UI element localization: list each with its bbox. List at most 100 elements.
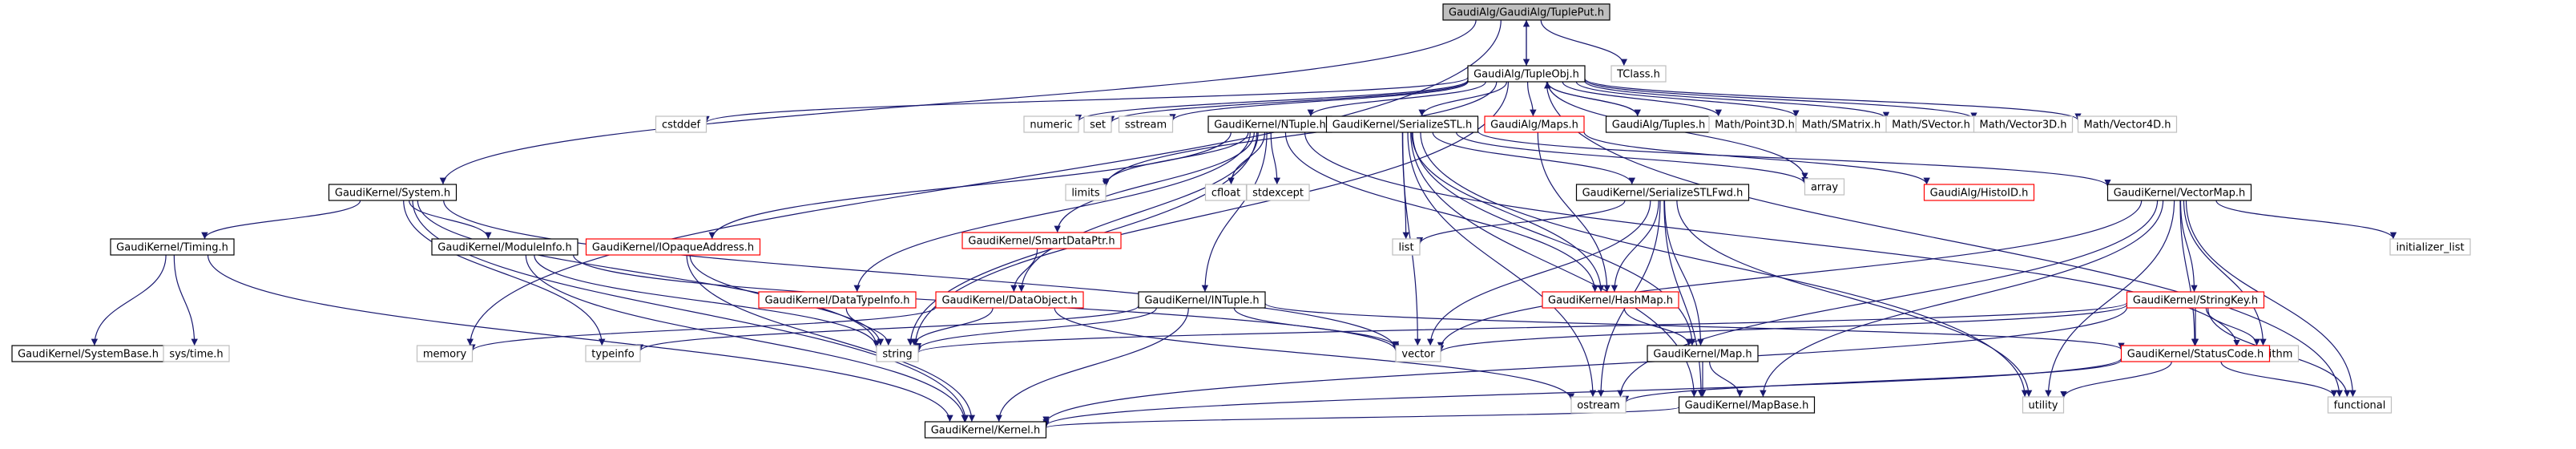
edge-stringkey-to-vector [1437, 304, 2128, 353]
edge-ntuple-to-iopaqueaddress [708, 131, 1232, 240]
edge-statuscode-to-ostream [1622, 359, 2122, 403]
node-map_h[interactable]: GaudiKernel/Map.h [1647, 345, 1759, 362]
node-label: initializer_list [2396, 242, 2464, 254]
node-stdexcept: stdexcept [1246, 184, 1310, 201]
node-box [2126, 291, 2265, 309]
node-serializestlfwd[interactable]: GaudiKernel/SerializeSTLFwd.h [1575, 184, 1750, 201]
node-box [2022, 396, 2065, 414]
node-label: GaudiKernel/Kernel.h [931, 425, 1041, 437]
node-serializestl[interactable]: GaudiKernel/SerializeSTL.h [1325, 115, 1479, 133]
node-label: Math/Point3D.h [1715, 119, 1795, 131]
edge-serializestl-to-hashmap [1411, 131, 1605, 293]
node-label: TClass.h [1616, 69, 1660, 81]
node-label: GaudiKernel/HashMap.h [1548, 295, 1673, 307]
node-label: sys/time.h [169, 349, 223, 361]
node-box [1325, 115, 1479, 133]
node-label: list [1398, 242, 1413, 254]
edge-vectormap-to-utility [2045, 200, 2175, 398]
node-initializer_list: initializer_list [2389, 238, 2471, 256]
node-moduleinfo[interactable]: GaudiKernel/ModuleInfo.h [431, 238, 578, 256]
edge-system-to-vector [443, 200, 1400, 350]
edge-serializestl-to-map_h [1412, 131, 1696, 346]
node-label: Math/Vector4D.h [2084, 119, 2171, 131]
node-label: GaudiKernel/NTuple.h [1214, 119, 1326, 131]
node-smartdataptr[interactable]: GaudiKernel/SmartDataPtr.h [961, 232, 1122, 249]
node-box [1083, 115, 1112, 133]
edge-map_h-to-mapbase [1709, 361, 1744, 398]
node-box [1973, 115, 2074, 133]
node-tclass: TClass.h [1611, 65, 1667, 83]
node-box [1804, 178, 1845, 196]
node-ntuple[interactable]: GaudiKernel/NTuple.h [1207, 115, 1332, 133]
node-box [2077, 115, 2178, 133]
node-label: typeinfo [591, 349, 634, 361]
node-box [1575, 184, 1750, 201]
node-mapbase[interactable]: GaudiKernel/MapBase.h [1678, 396, 1816, 414]
node-tupleput: GaudiAlg/GaudiAlg/TuplePut.h [1442, 3, 1611, 21]
edge-intuple-to-statuscode [1264, 302, 2125, 350]
node-label: string [882, 349, 912, 361]
edge-smartdataptr-to-dataobject [1010, 248, 1038, 293]
node-statuscode[interactable]: GaudiKernel/StatusCode.h [2120, 345, 2271, 362]
node-kernel[interactable]: GaudiKernel/Kernel.h [924, 421, 1047, 439]
node-tuples[interactable]: GaudiAlg/Tuples.h [1605, 115, 1712, 133]
edge-moduleinfo-to-kernel [525, 254, 968, 423]
edge-tupleobj-to-svector [1584, 80, 1890, 119]
edge-statuscode-to-kernel [1042, 358, 2122, 427]
edge-tupleobj-to-functional [1546, 81, 2343, 398]
node-ostream: ostream [1570, 396, 1627, 414]
node-label: GaudiAlg/GaudiAlg/TuplePut.h [1449, 7, 1604, 19]
node-label: vector [1401, 349, 1435, 361]
node-box [961, 232, 1122, 249]
edges-layer [91, 19, 2397, 429]
node-set: set [1083, 115, 1112, 133]
node-cstddef: cstddef [655, 115, 707, 133]
node-system[interactable]: GaudiKernel/System.h [328, 184, 458, 201]
node-label: Math/SVector.h [1892, 119, 1970, 131]
edge-system-to-typeinfo [403, 200, 606, 346]
edge-tupleobj-to-serializestl [1418, 81, 1507, 117]
node-datatypeinfo[interactable]: GaudiKernel/DataTypeInfo.h [758, 291, 917, 309]
node-systembase[interactable]: GaudiKernel/SystemBase.h [11, 345, 165, 362]
node-label: Math/SMatrix.h [1802, 119, 1881, 131]
edge-maps-to-histoid [1583, 131, 1930, 185]
edge-vectormap-to-stringkey [2179, 200, 2198, 293]
edge-intuple-to-typeinfo [636, 305, 1139, 352]
node-histoid[interactable]: GaudiAlg/HistoID.h [1923, 184, 2035, 201]
edge-serializestlfwd-to-map_h [1663, 200, 1704, 346]
edge-vectormap-to-algorithm [2183, 200, 2267, 346]
node-dataobject[interactable]: GaudiKernel/DataObject.h [935, 291, 1084, 309]
node-hashmap[interactable]: GaudiKernel/HashMap.h [1542, 291, 1679, 309]
node-tupleobj[interactable]: GaudiAlg/TupleObj.h [1467, 65, 1586, 83]
node-iopaqueaddress[interactable]: GaudiKernel/IOpaqueAddress.h [585, 238, 761, 256]
node-label: GaudiKernel/Map.h [1653, 349, 1752, 361]
node-box [1923, 184, 2035, 201]
node-label: stdexcept [1252, 188, 1304, 200]
nodes-layer: GaudiAlg/GaudiAlg/TuplePut.hTClass.hGaud… [11, 3, 2471, 439]
edge-vectormap-to-statuscode [2179, 200, 2199, 346]
edge-iopaqueaddress-to-kernel [686, 254, 976, 423]
edge-tupleobj-to-set [1107, 80, 1469, 123]
node-label: ostream [1577, 400, 1620, 412]
node-intuple[interactable]: GaudiKernel/INTuple.h [1138, 291, 1266, 309]
node-label: numeric [1030, 119, 1072, 131]
node-box [1442, 3, 1611, 21]
node-box [655, 115, 707, 133]
node-label: GaudiAlg/TupleObj.h [1473, 69, 1579, 81]
node-vectormap[interactable]: GaudiKernel/VectorMap.h [2106, 184, 2252, 201]
node-label: GaudiKernel/StatusCode.h [2127, 349, 2264, 361]
node-label: utility [2029, 400, 2058, 412]
edge-stringkey-to-string [915, 301, 2128, 354]
node-maps[interactable]: GaudiAlg/Maps.h [1484, 115, 1585, 133]
edge-tupleobj-to-maps [1527, 81, 1537, 117]
node-label: GaudiKernel/SerializeSTLFwd.h [1582, 188, 1744, 200]
edge-datatypeinfo-to-string [845, 307, 892, 346]
node-stringkey[interactable]: GaudiKernel/StringKey.h [2126, 291, 2265, 309]
node-box [1467, 65, 1586, 83]
edge-maps-to-hashmap [1537, 131, 1611, 293]
node-timing[interactable]: GaudiKernel/Timing.h [110, 238, 235, 256]
edge-vectormap-to-functional [2185, 200, 2356, 398]
node-vector: vector [1395, 345, 1441, 362]
node-label: GaudiKernel/Timing.h [116, 242, 228, 254]
edge-dataobject-to-ostream [1054, 307, 1575, 400]
